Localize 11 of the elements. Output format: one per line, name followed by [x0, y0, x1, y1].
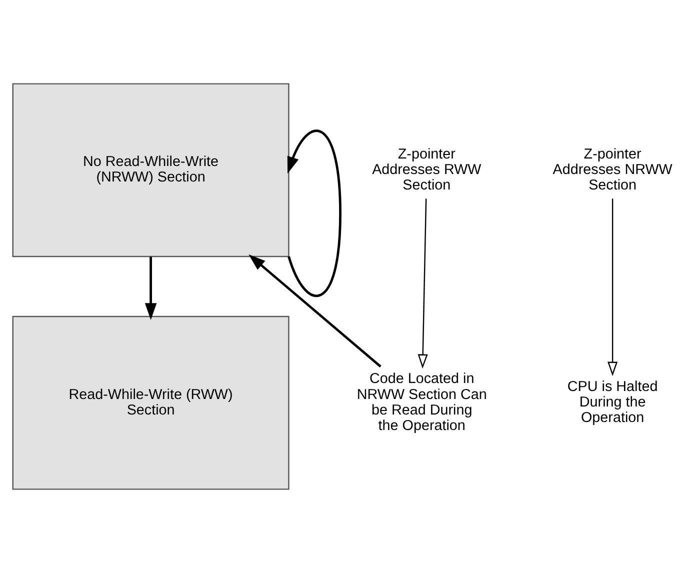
node-text: Z-pointer Addresses NRWW Section — [552, 146, 672, 193]
arrow — [418, 198, 428, 368]
arrow — [144, 256, 157, 320]
arrow — [287, 129, 342, 296]
node-text: Code Located in NRWW Section Can be Read During the Operation — [356, 370, 487, 434]
arrow — [608, 198, 618, 376]
node-box: Read-While-Write (RWW) Section — [12, 315, 290, 490]
arrow — [248, 254, 382, 367]
node-text: CPU is Halted During the Operation — [567, 378, 658, 426]
node-box: No Read-While-Write (NRWW) Section — [12, 82, 290, 257]
node-text: Z-pointer Addresses RWW Section — [372, 146, 482, 193]
